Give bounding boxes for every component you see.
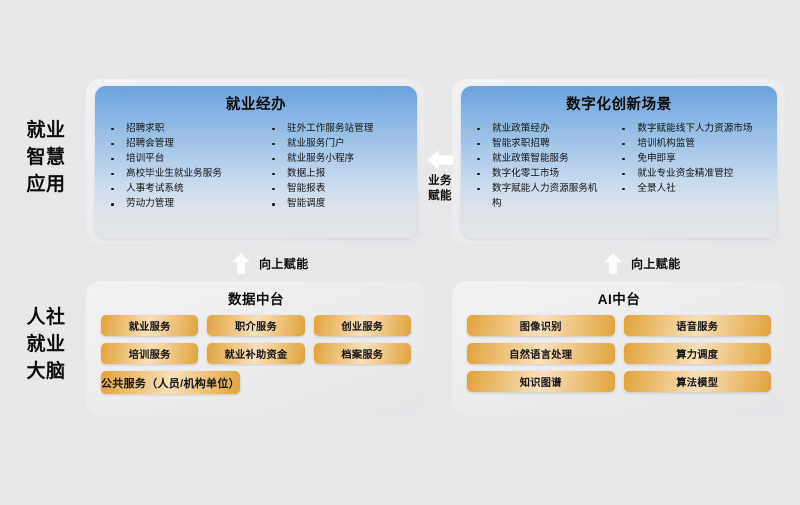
axis-label-smart-employment-applications: 就业智慧应用 [26,120,66,195]
list-item[interactable]: 智能调度 [270,196,417,211]
panel-ai-platform[interactable]: AI中台 图像识别 语音服务 自然语言处理 算力调度 知识图谱 算法模型 [461,288,777,392]
list-item[interactable]: 培训机构监管 [620,136,777,151]
connector-upward-empower-right: 向上赋能 [604,253,681,274]
connector-label-business-empower: 业务赋能 [428,175,452,202]
panel-title-ai-platform: AI中台 [597,292,641,307]
list-item[interactable]: 数字赋能人力资源服务机构 [475,181,606,211]
bullet-columns-digital: 就业政策经办 智能求职招聘 就业政策智能服务 数字化零工市场 数字赋能人力资源服… [461,114,777,212]
connector-label-upward-empower-left: 向上赋能 [259,257,309,271]
bullet-column-left-digital: 就业政策经办 智能求职招聘 就业政策智能服务 数字化零工市场 数字赋能人力资源服… [461,121,606,212]
panel-title-digital-innovation-scenarios: 数字化创新场景 [566,97,672,113]
panel-digital-innovation-scenarios[interactable]: 数字化创新场景 就业政策经办 智能求职招聘 就业政策智能服务 数字化零工市场 数… [461,86,777,238]
connector-upward-empower-left: 向上赋能 [232,253,309,274]
arrow-up-icon [232,253,250,274]
list-item[interactable]: 就业政策经办 [475,121,606,136]
chip-grid-ai-platform: 图像识别 语音服务 自然语言处理 算力调度 知识图谱 算法模型 [461,315,777,392]
chip-voice-service[interactable]: 语音服务 [623,315,771,336]
list-item[interactable]: 数字化零工市场 [475,166,606,181]
bullet-column-right-digital: 数字赋能线下人力资源市场 培训机构监管 免申即享 就业专业资金精准管控 全景人社 [606,121,777,212]
chip-algorithm-model[interactable]: 算法模型 [623,371,771,392]
chip-image-recognition[interactable]: 图像识别 [467,315,615,336]
list-item[interactable]: 智能报表 [270,181,417,196]
chip-public-service[interactable]: 公共服务（人员/机构单位） [101,371,240,394]
list-item[interactable]: 劳动力管理 [109,196,256,211]
arrow-left-icon [427,150,453,170]
list-item[interactable]: 全景人社 [620,181,777,196]
bullet-column-left-employment: 招聘求职 招聘会管理 培训平台 高校毕业生就业务服务 人事考试系统 劳动力管理 [95,121,256,212]
panel-data-platform[interactable]: 数据中台 就业服务 职介服务 创业服务 培训服务 就业补助资金 档案服务 公共服… [95,288,417,394]
chip-employment-subsidy[interactable]: 就业补助资金 [207,343,305,364]
panel-title-employment-handling: 就业经办 [225,97,287,113]
bullet-list-digital-left: 就业政策经办 智能求职招聘 就业政策智能服务 数字化零工市场 数字赋能人力资源服… [475,121,606,212]
bullet-list-digital-right: 数字赋能线下人力资源市场 培训机构监管 免申即享 就业专业资金精准管控 全景人社 [620,121,777,196]
list-item[interactable]: 就业政策智能服务 [475,151,606,166]
bullet-columns-employment: 招聘求职 招聘会管理 培训平台 高校毕业生就业务服务 人事考试系统 劳动力管理 … [95,114,417,212]
connector-business-empower: 业务赋能 [418,150,462,203]
axis-label-employment-brain: 人社就业大脑 [26,307,66,382]
chip-natural-language[interactable]: 自然语言处理 [467,343,615,364]
chip-compute-scheduling[interactable]: 算力调度 [623,343,771,364]
bullet-column-right-employment: 驻外工作服务站管理 就业服务门户 就业服务小程序 数据上报 智能报表 智能调度 [256,121,417,212]
list-item[interactable]: 免申即享 [620,151,777,166]
chip-knowledge-graph[interactable]: 知识图谱 [467,371,615,392]
arrow-up-icon [604,253,622,274]
list-item[interactable]: 培训平台 [109,151,256,166]
list-item[interactable]: 就业服务小程序 [270,151,417,166]
bullet-list-employment-left: 招聘求职 招聘会管理 培训平台 高校毕业生就业务服务 人事考试系统 劳动力管理 [109,121,256,212]
chip-job-agency-service[interactable]: 职介服务 [207,315,305,336]
bullet-list-employment-right: 驻外工作服务站管理 就业服务门户 就业服务小程序 数据上报 智能报表 智能调度 [270,121,417,212]
list-item[interactable]: 数字赋能线下人力资源市场 [620,121,755,136]
chip-employment-service[interactable]: 就业服务 [101,315,199,336]
connector-label-upward-empower-right: 向上赋能 [631,257,681,271]
list-item[interactable]: 高校毕业生就业务服务 [109,166,256,181]
chip-training-service[interactable]: 培训服务 [101,343,199,364]
list-item[interactable]: 数据上报 [270,166,417,181]
chip-archive-service[interactable]: 档案服务 [313,343,411,364]
panel-employment-handling[interactable]: 就业经办 招聘求职 招聘会管理 培训平台 高校毕业生就业务服务 人事考试系统 劳… [95,86,417,238]
chip-startup-service[interactable]: 创业服务 [313,315,411,336]
list-item[interactable]: 招聘求职 [109,121,256,136]
list-item[interactable]: 就业专业资金精准管控 [620,166,777,181]
panel-title-data-platform: 数据中台 [228,292,284,307]
list-item[interactable]: 就业服务门户 [270,136,417,151]
chip-grid-data-platform: 就业服务 职介服务 创业服务 培训服务 就业补助资金 档案服务 公共服务（人员/… [95,315,417,394]
list-item[interactable]: 驻外工作服务站管理 [270,121,417,136]
list-item[interactable]: 智能求职招聘 [475,136,606,151]
list-item[interactable]: 招聘会管理 [109,136,256,151]
list-item[interactable]: 人事考试系统 [109,181,256,196]
